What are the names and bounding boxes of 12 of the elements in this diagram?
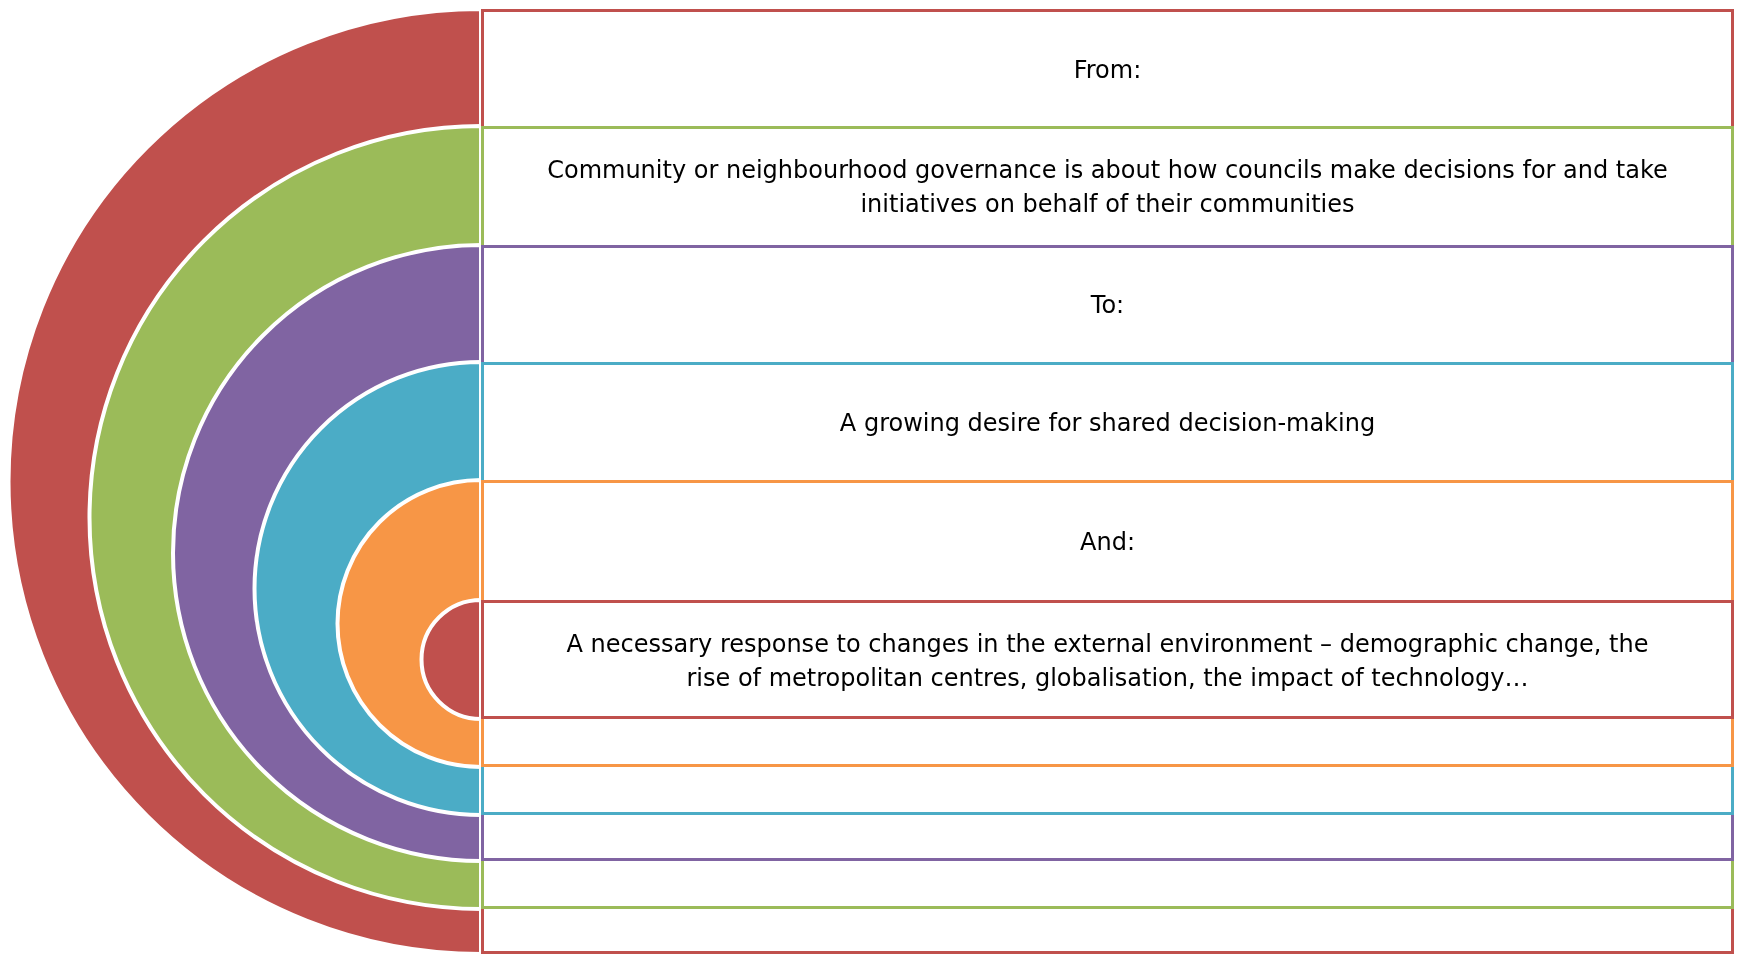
text-box <box>481 126 1734 909</box>
box-text: To: <box>1090 290 1125 321</box>
text-box <box>481 9 1734 954</box>
text-box <box>481 245 1734 861</box>
text-box <box>481 362 1734 815</box>
box-text: A necessary response to changes in the external environment – demographic change, the rise of metropolitan centres, globalisation, the impact of technology… <box>565 629 1650 694</box>
box-text: A growing desire for shared decision-making <box>839 407 1376 439</box>
box-text: From: <box>1073 54 1142 86</box>
box-text: Community or neighbourhood governance is about how councils make decisions for and take initiatives on behalf of their communities <box>546 155 1669 220</box>
box-text: And: <box>1080 526 1135 558</box>
text-box <box>481 600 1734 719</box>
text-box <box>481 480 1734 767</box>
